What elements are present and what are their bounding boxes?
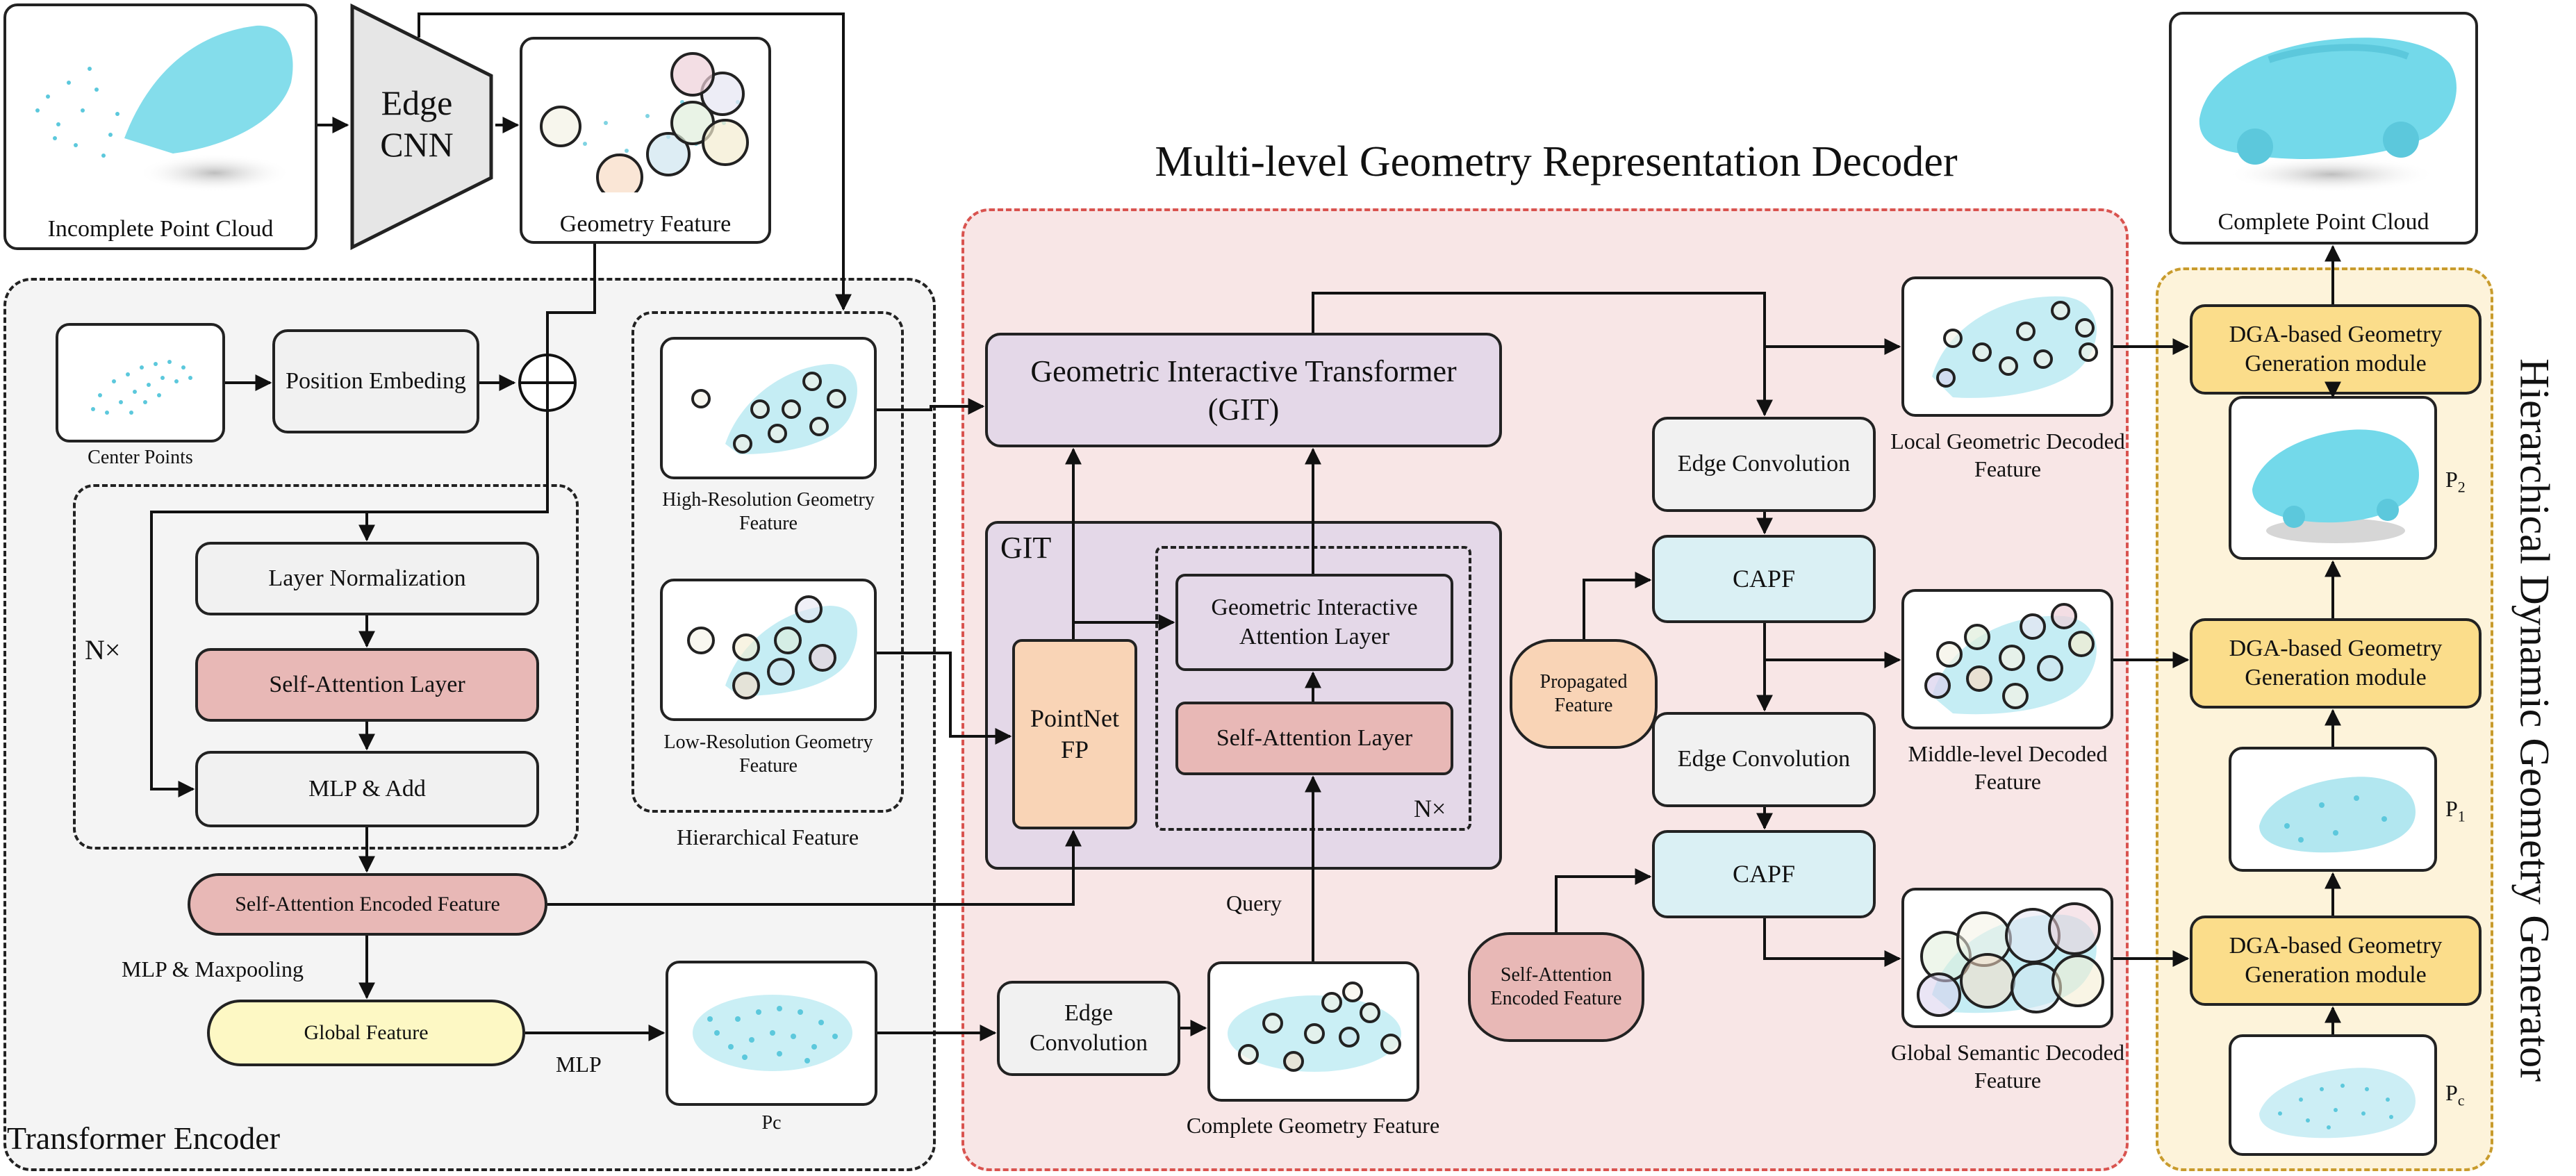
high-res-label-text: High-Resolution Geometry Feature (662, 489, 875, 534)
incomplete-point-cloud-image (35, 25, 293, 192)
center-points-label: Center Points (88, 447, 193, 468)
query-label: Query (1226, 891, 1282, 916)
complete-geometry-feature-image (1228, 982, 1401, 1072)
generator-title: Hierarchical Dynamic Geometry Generator (2500, 272, 2569, 1168)
capf-top-box: CAPF (1652, 535, 1876, 623)
global-decoded-label-text: Global Semantic Decoded Feature (1891, 1040, 2124, 1093)
local-decoded-image (1932, 296, 2098, 398)
p1-image (2259, 777, 2416, 853)
p1-box (2229, 747, 2437, 872)
capf-bottom-box: CAPF (1652, 830, 1876, 918)
complete-point-cloud-box: Complete Point Cloud (2169, 12, 2478, 245)
p2-image (2252, 429, 2419, 543)
encoder-repeat-label: N× (85, 634, 121, 665)
middle-decoded-label: Middle-level Decoded Feature (1876, 740, 2140, 795)
git-repeat-label: N× (1414, 795, 1446, 822)
global-feature-pill: Global Feature (207, 1000, 525, 1066)
geometry-feature-box: Geometry Feature (520, 37, 771, 244)
gia-layer-box: Geometric Interactive Attention Layer (1175, 574, 1453, 671)
encoder-self-attention-box: Self-Attention Layer (195, 648, 539, 722)
dga-module-top: DGA-based Geometry Generation module (2190, 304, 2482, 395)
pc-generator-image (2259, 1068, 2416, 1138)
global-decoded-box (1901, 888, 2113, 1028)
local-decoded-label-text: Local Geometric Decoded Feature (1890, 429, 2125, 481)
global-decoded-image (1917, 902, 2104, 1017)
hierarchical-feature-label: Hierarchical Feature (676, 825, 859, 850)
low-res-feature-box (660, 579, 877, 721)
low-res-label: Low-Resolution Geometry Feature (653, 731, 884, 777)
complete-geometry-feature-label: Complete Geometry Feature (1186, 1113, 1440, 1138)
p2-box (2229, 396, 2437, 560)
encoder-title: Transformer Encoder (7, 1120, 281, 1156)
geometry-feature-label: Geometry Feature (559, 211, 732, 237)
layer-normalization-box: Layer Normalization (195, 542, 539, 615)
global-decoded-label: Global Semantic Decoded Feature (1876, 1038, 2140, 1094)
low-res-feature-image (687, 595, 857, 699)
dga-module-bottom: DGA-based Geometry Generation module (2190, 916, 2482, 1006)
geometry-feature-image (540, 52, 749, 201)
sa-encoded-feature-pill: Self-Attention Encoded Feature (188, 873, 547, 936)
complete-geometry-feature-box (1207, 961, 1419, 1102)
local-decoded-box (1901, 276, 2113, 417)
middle-decoded-label-text: Middle-level Decoded Feature (1908, 741, 2108, 794)
low-res-label-text: Low-Resolution Geometry Feature (663, 731, 873, 777)
p2-label: P2 (2445, 467, 2466, 496)
mlp-maxpooling-label: MLP & Maxpooling (122, 956, 304, 982)
edgecnn-label: Edge CNN (380, 83, 454, 164)
high-res-label: High-Resolution Geometry Feature (653, 488, 884, 535)
pc-encoder-label: Pc (761, 1112, 782, 1134)
local-decoded-label: Local Geometric Decoded Feature (1876, 427, 2140, 483)
propagated-feature-pill: Propagated Feature (1510, 639, 1658, 749)
generator-title-text: Hierarchical Dynamic Geometry Generator (2511, 358, 2558, 1082)
center-points-box (56, 323, 225, 442)
mlp-label: MLP (556, 1052, 602, 1077)
incomplete-point-cloud-box: Incomplete Point Cloud (3, 3, 317, 250)
git-self-attention-box: Self-Attention Layer (1175, 702, 1453, 775)
position-embedding-box: Position Embeding (272, 329, 479, 433)
edgecnn-trapezoid (350, 3, 493, 250)
pointnet-fp-box: PointNet FP (1012, 639, 1137, 829)
p1-label: P1 (2445, 796, 2466, 825)
high-res-feature-image (691, 364, 857, 454)
pc-encoder-image (693, 995, 852, 1071)
mlp-add-box: MLP & Add (195, 751, 539, 827)
pc-generator-box (2229, 1034, 2437, 1156)
complete-point-cloud-label: Complete Point Cloud (2218, 209, 2429, 235)
pc-encoder-box (666, 961, 877, 1106)
encoder-repeat-block (73, 484, 579, 850)
high-res-feature-box (660, 337, 877, 479)
decoder-title: Multi-level Geometry Representation Deco… (1155, 138, 1958, 185)
hierarchical-feature-block (631, 311, 904, 813)
complete-point-cloud-image (2199, 38, 2457, 192)
edge-conv-bottom-box: Edge Convolution (997, 981, 1180, 1076)
git-main-box: Geometric Interactive Transformer (GIT) (985, 333, 1502, 447)
pc-generator-label: Pc (2445, 1080, 2465, 1109)
middle-decoded-box (1901, 589, 2113, 729)
sa-encoded-feature-small-pill: Self-Attention Encoded Feature (1468, 932, 1644, 1042)
incomplete-point-cloud-label: Incomplete Point Cloud (47, 216, 274, 242)
middle-decoded-image (1924, 603, 2097, 715)
center-points-image (91, 360, 192, 415)
git-block-label: GIT (1000, 531, 1052, 565)
dga-module-middle: DGA-based Geometry Generation module (2190, 618, 2482, 709)
edge-conv-middle-box: Edge Convolution (1652, 712, 1876, 807)
edge-conv-top-box: Edge Convolution (1652, 417, 1876, 512)
